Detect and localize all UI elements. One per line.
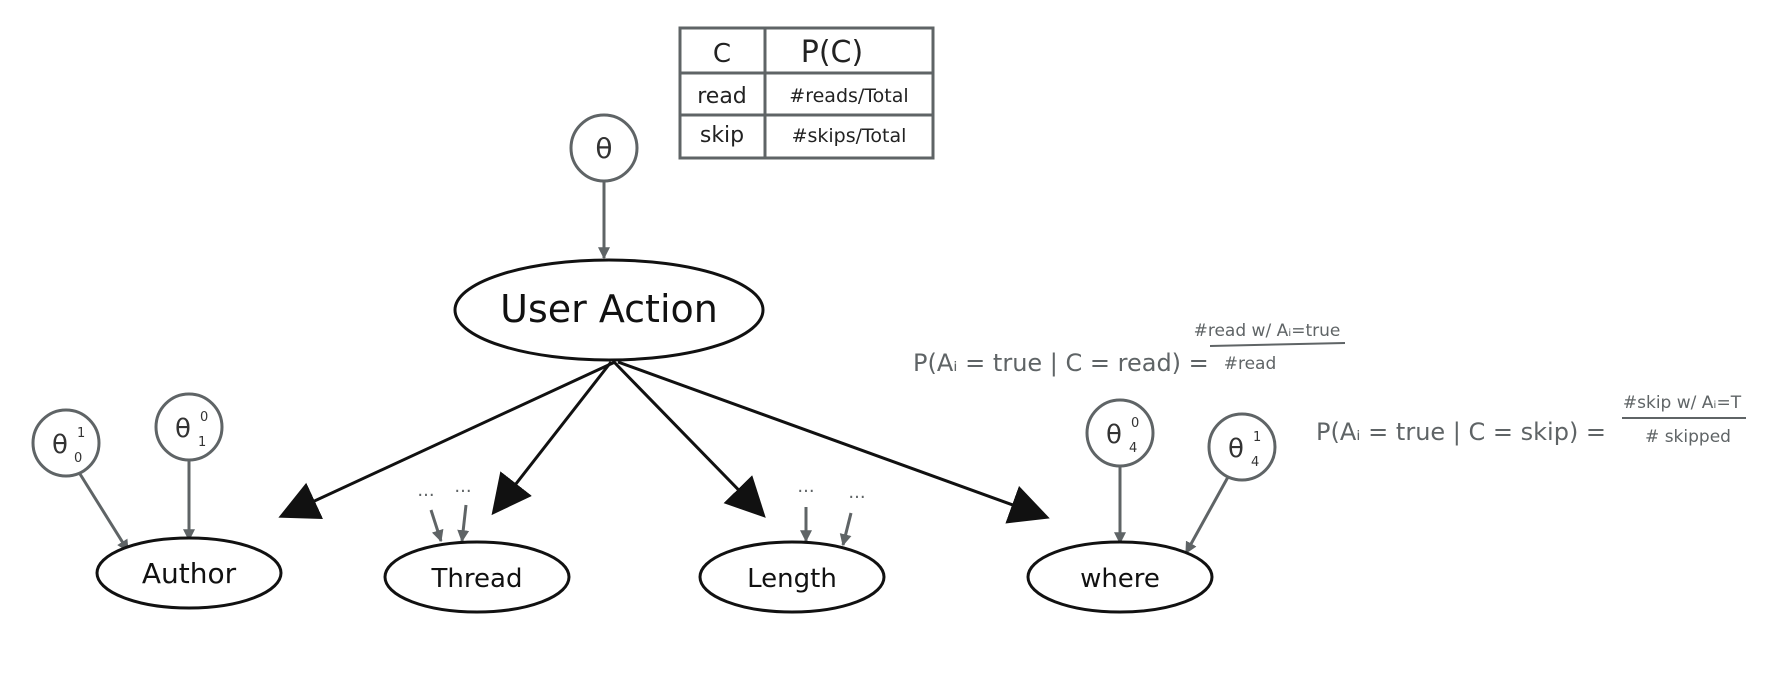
where-theta-1-sup: 1 bbox=[1253, 430, 1261, 445]
table-row-read-p: #reads/Total bbox=[789, 85, 908, 107]
where-theta-0-sub: 4 bbox=[1129, 441, 1137, 456]
user-action-node: User Action bbox=[453, 258, 765, 362]
where-node: where bbox=[1026, 540, 1214, 614]
equation-skip: P(Aᵢ = true | C = skip) = #skip w/ Aᵢ=T … bbox=[1316, 393, 1746, 447]
prior-table: C P(C) read #reads/Total skip #skips/Tot… bbox=[678, 26, 935, 160]
theta-label: θ bbox=[595, 132, 612, 165]
action-to-thread-edge bbox=[491, 361, 613, 516]
equation-skip-denominator: # skipped bbox=[1645, 427, 1731, 447]
equation-read-fraction-bar bbox=[1209, 342, 1346, 347]
author-theta-1-sub: 0 bbox=[74, 451, 82, 466]
equation-read-lhs: P(Aᵢ = true | C = read) = bbox=[913, 349, 1209, 377]
where-theta-0-base: θ bbox=[1106, 420, 1122, 450]
equation-skip-lhs: P(Aᵢ = true | C = skip) = bbox=[1316, 418, 1606, 446]
table-row-skip-c: skip bbox=[700, 123, 744, 148]
author-theta-0-node: θ 0 1 bbox=[154, 392, 224, 462]
thread-label: Thread bbox=[431, 564, 523, 594]
length-ellipsis-left: ... bbox=[797, 476, 814, 497]
author-theta-0-base: θ bbox=[175, 414, 191, 444]
author-theta-1-base: θ bbox=[52, 430, 68, 460]
author-theta-1-node: θ 1 0 bbox=[31, 408, 101, 478]
equation-read-numerator: #read w/ Aᵢ=true bbox=[1194, 321, 1341, 341]
author-theta-1-sup: 1 bbox=[77, 426, 85, 441]
equation-read: P(Aᵢ = true | C = read) = #read w/ Aᵢ=tr… bbox=[913, 321, 1346, 377]
thread-left-edge bbox=[429, 509, 444, 543]
author-node: Author bbox=[95, 536, 283, 610]
length-right-edge bbox=[839, 512, 853, 547]
table-header-c: C bbox=[713, 39, 731, 69]
where-label: where bbox=[1080, 564, 1160, 594]
theta-node: θ bbox=[569, 113, 639, 183]
author-theta-1-edge bbox=[78, 473, 130, 553]
where-theta-1-edge bbox=[1184, 476, 1230, 555]
thread-ellipsis-right: ... bbox=[454, 476, 471, 497]
length-label: Length bbox=[747, 564, 837, 594]
author-label: Author bbox=[142, 557, 237, 590]
where-theta-1-base: θ bbox=[1228, 434, 1244, 464]
table-row-skip-p: #skips/Total bbox=[792, 125, 907, 147]
where-theta-1-node: θ 1 4 bbox=[1207, 412, 1277, 482]
author-theta-0-sub: 1 bbox=[198, 435, 206, 450]
thread-ellipsis-left: ... bbox=[417, 480, 434, 501]
where-theta-0-sup: 0 bbox=[1131, 416, 1139, 431]
thread-right-edge bbox=[457, 504, 470, 543]
action-to-author-edge bbox=[278, 360, 616, 520]
equation-read-denominator: #read bbox=[1224, 354, 1277, 374]
equation-skip-numerator: #skip w/ Aᵢ=T bbox=[1623, 393, 1742, 413]
where-theta-1-sub: 4 bbox=[1251, 455, 1259, 470]
table-header-p: P(C) bbox=[801, 35, 863, 70]
author-theta-0-sup: 0 bbox=[200, 410, 208, 425]
where-theta-0-node: θ 0 4 bbox=[1085, 398, 1155, 468]
user-action-label: User Action bbox=[500, 287, 718, 331]
thread-node: Thread bbox=[383, 540, 571, 614]
length-ellipsis-right: ... bbox=[848, 482, 865, 503]
action-to-length-edge bbox=[612, 360, 766, 518]
action-to-where-edge bbox=[617, 360, 1050, 524]
length-node: Length bbox=[698, 540, 886, 614]
table-row-read-c: read bbox=[697, 84, 747, 109]
